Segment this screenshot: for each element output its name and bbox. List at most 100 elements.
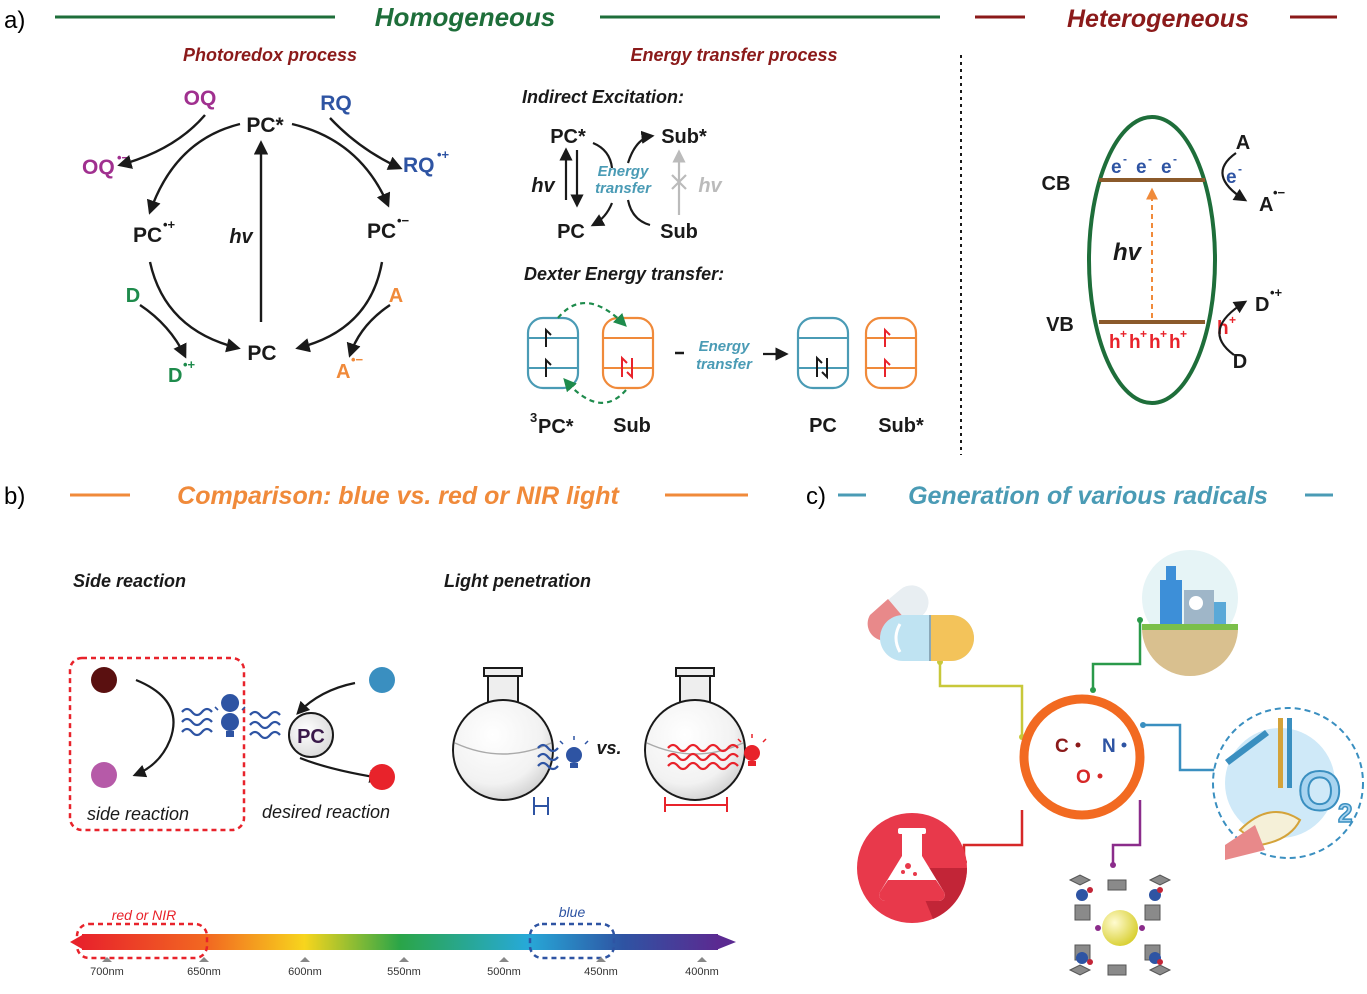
arrow-pcminus-to-pc — [295, 261, 384, 353]
ie-energy: Energy — [598, 163, 650, 180]
het-hv-label: hv — [1113, 239, 1143, 266]
ie-pc: PC — [557, 221, 585, 243]
svg-text:N: N — [1102, 736, 1116, 757]
energy-transfer-process: Energy transfer process Indirect Excitat… — [522, 45, 924, 438]
tick-label-400: 400nm — [685, 966, 719, 978]
tick-label-500: 500nm — [487, 966, 521, 978]
photoredox-cycle: Photoredox process PC* OQ OQ •− RQ RQ •+… — [82, 45, 450, 387]
spectrum-ticks — [102, 957, 707, 962]
blue-region-box — [528, 922, 616, 960]
vb-holes: h + h + h + h + — [1109, 327, 1187, 353]
side-product-dot — [91, 762, 117, 788]
svg-text:+: + — [1180, 327, 1187, 341]
svg-text:+: + — [1140, 327, 1147, 341]
blue-bulb-flask-icon — [559, 736, 589, 768]
a-label: A — [389, 285, 403, 307]
dexter-sub-label: Sub — [613, 415, 651, 437]
dexter-sub-after-box — [864, 316, 918, 390]
arrow-oq-to-oqrad — [117, 114, 206, 169]
arrow-d-to-drad — [139, 304, 187, 359]
svg-text:D: D — [168, 365, 182, 387]
svg-text:3: 3 — [530, 410, 537, 425]
blue-bulb-icon — [214, 694, 246, 737]
cb-electrons: e - e - e - — [1111, 152, 1177, 178]
side-reaction-arrow — [132, 678, 175, 778]
ie-pc-star: PC* — [550, 126, 586, 148]
dexter-electron-exchange-top — [557, 302, 627, 327]
flask-blue — [452, 667, 554, 801]
d-label: D — [126, 285, 140, 307]
pc-radical-cation-label: PC •+ — [133, 217, 176, 247]
svg-text:•−: •− — [351, 352, 364, 367]
ie-sub-star: Sub* — [661, 126, 707, 148]
flask-red — [644, 667, 746, 801]
ie-curve-lower-right — [626, 199, 651, 227]
mof-framework-icon — [1062, 872, 1174, 984]
homogeneous-title: Homogeneous — [375, 2, 556, 32]
side-reaction-box — [68, 656, 246, 832]
dexter-sub-box — [601, 316, 655, 390]
tick-label-650: 650nm — [187, 966, 221, 978]
svg-text:O: O — [1076, 767, 1091, 788]
pc-star-label: PC* — [246, 114, 284, 137]
o2-label: O — [1298, 759, 1342, 822]
svg-text:h: h — [1217, 318, 1229, 339]
het-d-radical-label: D •+ — [1255, 285, 1283, 316]
heterogeneous-diagram: CB VB e - e - e - h + h + h + h + hv A — [1042, 115, 1286, 405]
dexter-pc-after-label: PC — [809, 415, 837, 437]
pc-ground-label: PC — [247, 342, 276, 365]
svg-text:•+: •+ — [437, 147, 450, 162]
ie-curve-upper-left — [592, 141, 614, 169]
arrow-pcstar-to-pcminus — [291, 122, 391, 208]
svg-text:h: h — [1109, 332, 1121, 353]
svg-text:e: e — [1161, 157, 1172, 178]
pharmaceutical-pills-icon — [867, 585, 974, 661]
arrow-rq-to-rqrad — [329, 117, 403, 170]
o-radical-label: O — [1076, 767, 1103, 788]
radical-ring — [1019, 694, 1145, 820]
svg-text:h: h — [1149, 332, 1161, 353]
svg-text:+: + — [1160, 327, 1167, 341]
side-reaction-label: side reaction — [87, 804, 189, 824]
svg-text:RQ: RQ — [403, 154, 435, 177]
desired-arrow-in — [296, 681, 356, 715]
desired-product-dot — [369, 764, 395, 790]
svg-text:h: h — [1129, 332, 1141, 353]
panel-b: b) Comparison: blue vs. red or NIR light… — [4, 482, 767, 978]
het-a-label: A — [1236, 132, 1250, 154]
svg-text:+: + — [1120, 327, 1127, 341]
panel-b-letter: b) — [4, 483, 25, 510]
tick-label-700: 700nm — [90, 966, 124, 978]
o2-subscript: 2 — [1338, 798, 1352, 828]
blue-light-waves-flask — [537, 743, 559, 771]
svg-text:e: e — [1226, 167, 1237, 188]
dexter-title: Dexter Energy transfer: — [524, 264, 724, 284]
oxygen-medical-icon: O 2 — [1212, 707, 1364, 860]
dexter-pc-after-box — [796, 316, 850, 390]
tick-label-550: 550nm — [387, 966, 421, 978]
svg-text:A: A — [1259, 194, 1273, 216]
desired-reaction-label: desired reaction — [262, 802, 390, 822]
svg-text:-: - — [1123, 152, 1127, 166]
svg-text:OQ: OQ — [82, 156, 115, 179]
svg-text:-: - — [1173, 152, 1177, 166]
dexter-sub-star-after-label: Sub* — [878, 415, 924, 437]
ie-hv-left: hv — [531, 175, 556, 197]
red-nir-label: red or NIR — [112, 907, 177, 923]
ie-curve-lower-left — [590, 202, 614, 227]
dexter-energy: Energy — [699, 338, 751, 355]
chemistry-flask-icon — [857, 813, 968, 923]
dexter-3pc-box — [526, 316, 580, 390]
panel-a: a) Homogeneous Heterogeneous Photoredox … — [4, 2, 1337, 455]
panel-a-letter: a) — [4, 7, 25, 34]
red-nir-region-box — [75, 922, 209, 960]
het-oxidation-arrow — [1218, 300, 1248, 356]
c-radical-label: C — [1055, 736, 1081, 757]
vs-label: vs. — [596, 738, 621, 758]
desired-reactant-dot — [369, 667, 395, 693]
heterogeneous-title: Heterogeneous — [1067, 5, 1249, 33]
spectrum-bar — [70, 934, 736, 950]
dexter-transfer: transfer — [696, 356, 753, 373]
svg-text:-: - — [1148, 152, 1152, 166]
